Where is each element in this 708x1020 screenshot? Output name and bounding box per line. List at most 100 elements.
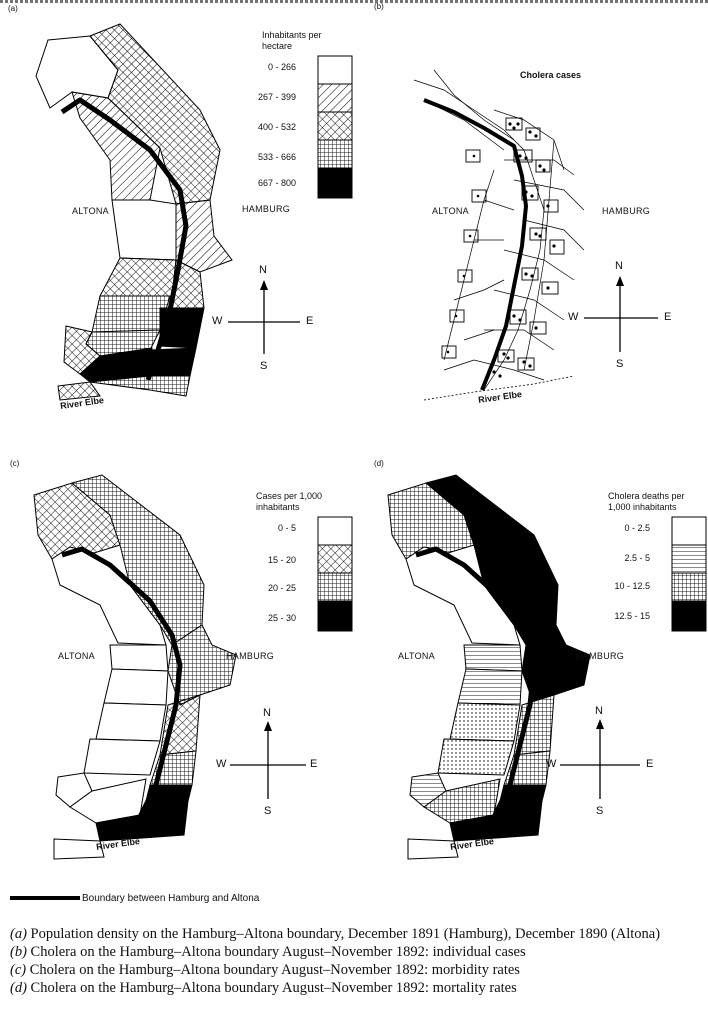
legend-range: 25 - 30 bbox=[267, 613, 296, 623]
compass-n: N bbox=[259, 264, 267, 276]
panel-label: (c) bbox=[10, 459, 20, 468]
legend-range: 400 - 532 bbox=[257, 122, 296, 132]
district bbox=[69, 778, 147, 824]
caption-letter: (a) bbox=[10, 926, 27, 942]
district bbox=[91, 295, 171, 333]
cropped-text-strip bbox=[0, 0, 708, 3]
caption-line: (a) Population density on the Hamburg–Al… bbox=[10, 925, 705, 943]
legend-swatch-3 bbox=[317, 600, 353, 632]
compass-e: E bbox=[306, 315, 314, 327]
river-shore bbox=[423, 375, 575, 401]
legend-swatch-0 bbox=[317, 516, 353, 546]
figure-caption: (a) Population density on the Hamburg–Al… bbox=[10, 925, 705, 997]
legend-swatch-1 bbox=[671, 544, 707, 574]
legend-swatch-3 bbox=[671, 600, 707, 632]
caption-letter: (b) bbox=[10, 944, 27, 960]
district bbox=[111, 199, 177, 261]
panel-label: (d) bbox=[374, 459, 384, 468]
altona-label: ALTONA bbox=[58, 651, 95, 661]
legend-swatch-4 bbox=[317, 167, 353, 199]
map-b bbox=[413, 69, 658, 401]
compass-n: N bbox=[615, 260, 623, 272]
altona-label: ALTONA bbox=[432, 206, 469, 216]
district bbox=[83, 738, 161, 776]
legend-swatch-0 bbox=[671, 516, 707, 546]
legend-swatch-2 bbox=[671, 572, 707, 602]
district bbox=[89, 375, 191, 397]
caption-line: (d) Cholera on the Hamburg–Altona bounda… bbox=[10, 979, 705, 997]
district bbox=[167, 624, 237, 706]
district bbox=[103, 668, 169, 706]
compass-w: W bbox=[212, 315, 223, 327]
boundary-key-label: Boundary between Hamburg and Altona bbox=[82, 893, 260, 904]
city-blocks bbox=[441, 117, 565, 371]
boundary-swatch bbox=[10, 896, 80, 901]
panel-d: (d) ALTONA HAMBURG River Elbe Cholera de… bbox=[354, 455, 708, 885]
legend-range: 2.5 - 5 bbox=[624, 553, 650, 563]
district bbox=[109, 644, 169, 672]
panel-b: (b) bbox=[354, 0, 708, 445]
legend-range: 10 - 12.5 bbox=[614, 581, 650, 591]
district bbox=[463, 644, 523, 672]
compass-s: S bbox=[260, 360, 268, 372]
hamburg-altona-boundary bbox=[415, 546, 537, 834]
legend-swatch-2 bbox=[317, 111, 353, 141]
hamburg-altona-boundary bbox=[61, 546, 183, 834]
panel-label: (b) bbox=[374, 2, 384, 11]
caption-text: Cholera on the Hamburg–Altona boundary A… bbox=[26, 962, 520, 978]
caption-line: (b) Cholera on the Hamburg–Altona bounda… bbox=[10, 943, 705, 961]
caption-letter: (d) bbox=[10, 980, 27, 996]
district bbox=[521, 624, 591, 706]
legend-swatch-1 bbox=[317, 83, 353, 113]
compass-arrow-icon bbox=[616, 276, 624, 286]
altona-label: ALTONA bbox=[72, 206, 109, 216]
compass-arrow-icon bbox=[260, 280, 268, 290]
compass-s: S bbox=[264, 805, 272, 817]
legend-range: 15 - 20 bbox=[267, 555, 296, 565]
map-title: Cholera cases bbox=[520, 70, 582, 80]
legend-range: 12.5 - 15 bbox=[614, 611, 650, 621]
caption-text: Cholera on the Hamburg–Altona boundary A… bbox=[26, 944, 526, 960]
legend-swatch-2 bbox=[317, 572, 353, 602]
legend-swatch-1 bbox=[317, 544, 353, 574]
compass-w: W bbox=[546, 758, 557, 770]
hamburg-label: HAMBURG bbox=[602, 206, 651, 216]
legend-swatch-0 bbox=[317, 55, 353, 85]
map-c bbox=[33, 474, 353, 860]
legend-range: 20 - 25 bbox=[267, 583, 296, 593]
district bbox=[437, 738, 515, 776]
caption-letter: (c) bbox=[10, 962, 27, 978]
legend-range: 0 - 2.5 bbox=[624, 523, 650, 533]
district bbox=[449, 702, 521, 742]
panel-label: (a) bbox=[8, 4, 18, 13]
caption-line: (c) Cholera on the Hamburg–Altona bounda… bbox=[10, 961, 705, 979]
district bbox=[57, 381, 101, 401]
compass-e: E bbox=[646, 758, 654, 770]
compass-w: W bbox=[568, 311, 579, 323]
map-a bbox=[35, 23, 353, 401]
hamburg-altona-boundary bbox=[423, 98, 528, 391]
district bbox=[423, 778, 501, 824]
compass-n: N bbox=[595, 705, 603, 717]
legend-range: 533 - 666 bbox=[257, 152, 296, 162]
district bbox=[457, 668, 523, 706]
panel-a: (a) ALTONA HAMBURG River Elbe Inhabi bbox=[0, 0, 354, 445]
compass-arrow-icon bbox=[264, 721, 272, 731]
compass-e: E bbox=[310, 758, 318, 770]
map-d bbox=[387, 474, 707, 860]
caption-text: Cholera on the Hamburg–Altona boundary A… bbox=[26, 980, 517, 996]
compass-s: S bbox=[616, 358, 624, 370]
compass-w: W bbox=[216, 758, 227, 770]
legend-title: Cases per 1,000 inhabitants bbox=[256, 491, 323, 512]
compass-n: N bbox=[263, 707, 271, 719]
legend-title: Cholera deaths per 1,000 inhabitants bbox=[608, 491, 685, 512]
compass-e: E bbox=[664, 311, 672, 323]
district bbox=[95, 702, 167, 742]
legend-swatch-3 bbox=[317, 139, 353, 169]
compass-arrow-icon bbox=[596, 719, 604, 729]
hamburg-altona-boundary bbox=[60, 97, 189, 381]
boundary-key: Boundary between Hamburg and Altona bbox=[10, 893, 259, 904]
panel-c: (c) ALTONA HAMBURG River Elbe Cases per … bbox=[0, 455, 354, 885]
caption-text: Population density on the Hamburg–Altona… bbox=[26, 926, 661, 942]
hamburg-label: HAMBURG bbox=[576, 651, 625, 661]
